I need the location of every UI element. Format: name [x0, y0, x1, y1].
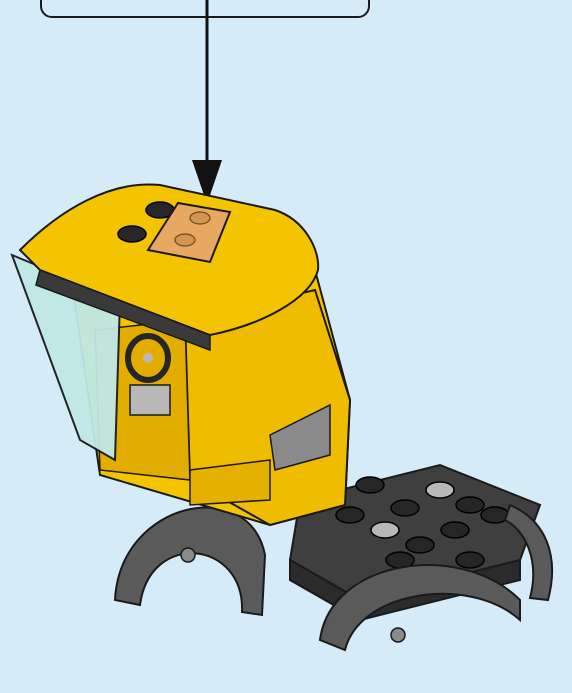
callout-arrow	[192, 0, 222, 204]
